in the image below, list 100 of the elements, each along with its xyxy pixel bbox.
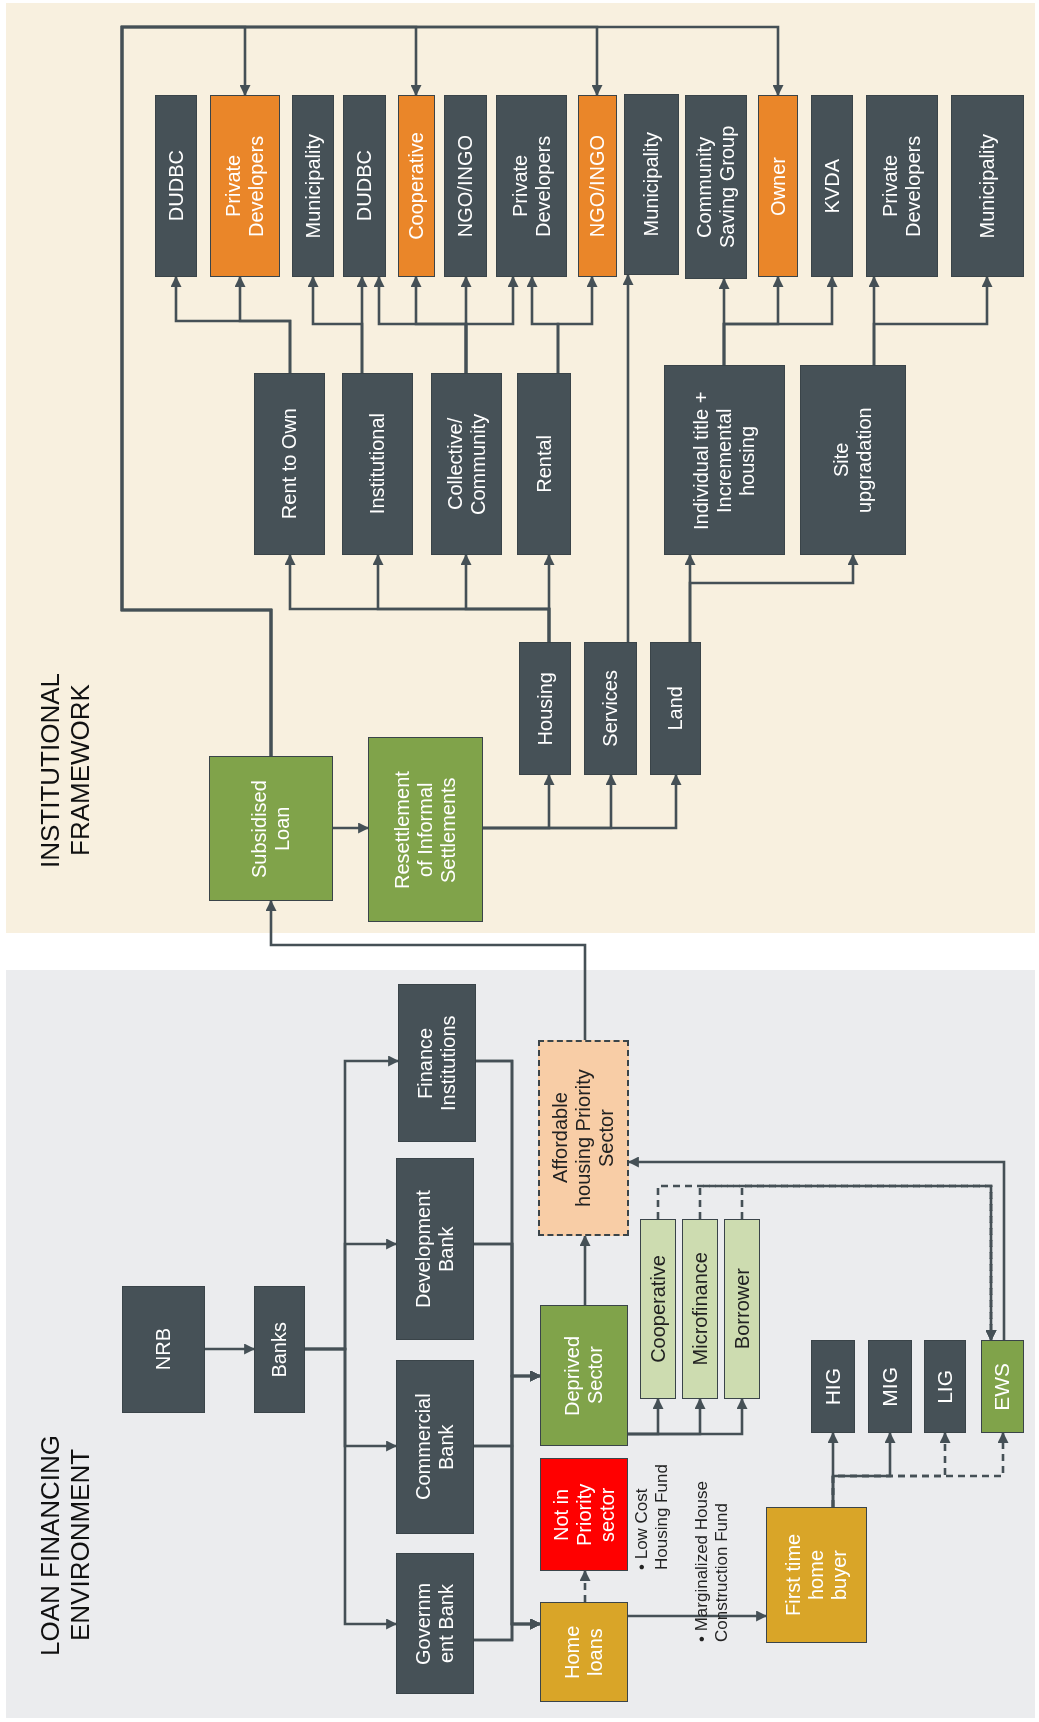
process-box xyxy=(540,1602,628,1702)
box-label: Home loans xyxy=(561,1624,607,1681)
process-box xyxy=(396,1158,474,1340)
box-label: Municipality xyxy=(301,133,325,239)
process-box xyxy=(650,642,701,775)
arrow xyxy=(120,25,784,756)
arrow xyxy=(628,1397,748,1436)
process-box xyxy=(444,95,487,277)
box-label: Community Saving Group xyxy=(693,124,739,251)
process-box xyxy=(584,642,637,775)
box-label: First time home buyer xyxy=(782,1532,851,1619)
box-label: Land xyxy=(664,686,687,731)
dashed-box xyxy=(538,1040,629,1236)
section-heading: INSTITUTIONAL FRAMEWORK xyxy=(36,671,96,870)
process-box xyxy=(540,1305,628,1446)
box-label: Development Bank xyxy=(412,1189,458,1310)
arrow xyxy=(628,1610,768,1622)
section-heading: LOAN FINANCING ENVIRONMENT xyxy=(36,1433,96,1658)
box-label: Affordable housing Priority Sector xyxy=(549,1068,618,1208)
box-label: Finance Institutions xyxy=(414,1014,460,1113)
box-label: KVDA xyxy=(820,158,844,214)
process-box xyxy=(396,1360,474,1534)
arrow xyxy=(722,275,838,365)
arrow xyxy=(627,1156,1006,1340)
process-box xyxy=(868,1340,912,1433)
process-box xyxy=(254,1286,305,1413)
process-box xyxy=(981,1340,1024,1433)
box-label: NGO/INGO xyxy=(586,134,609,238)
process-box xyxy=(122,1286,205,1413)
box-label: Rental xyxy=(532,435,556,493)
arrow xyxy=(205,1343,256,1355)
process-box xyxy=(343,95,386,277)
box-label: Individual title + Incremental housing xyxy=(690,389,759,532)
process-box xyxy=(368,737,483,922)
section-panel xyxy=(6,3,1035,933)
process-box xyxy=(209,756,333,901)
process-box xyxy=(766,1507,867,1643)
highlight-box xyxy=(758,95,798,277)
box-label: DUDBC xyxy=(353,150,376,222)
arrow xyxy=(265,899,587,1040)
process-box xyxy=(924,1340,966,1433)
box-label: Private Developers xyxy=(879,134,925,239)
box-label: Resettlement of Informal Settlements xyxy=(391,769,460,891)
arrow xyxy=(872,275,993,365)
process-box xyxy=(724,1219,760,1399)
process-box xyxy=(664,365,785,555)
box-label: Site upgradation xyxy=(830,406,876,515)
process-box xyxy=(624,94,679,275)
highlight-box xyxy=(578,95,617,277)
process-box xyxy=(811,1340,855,1433)
box-label: Not in Priority sector xyxy=(549,1482,619,1548)
process-box xyxy=(254,373,325,555)
arrow xyxy=(688,553,859,642)
arrow xyxy=(476,1059,542,1630)
box-label: Commercial Bank xyxy=(412,1392,458,1503)
box-label: Municipality xyxy=(976,133,999,239)
box-label: MIG xyxy=(877,1366,902,1407)
arrow xyxy=(305,1055,400,1351)
process-box xyxy=(342,373,413,555)
highlight-box xyxy=(210,95,280,277)
process-box xyxy=(431,373,502,555)
arrow xyxy=(234,275,292,373)
box-label: Cooperative xyxy=(646,1255,670,1363)
box-label: Microfinance xyxy=(688,1252,712,1366)
process-box xyxy=(519,642,571,775)
box-label: Banks xyxy=(268,1321,291,1378)
process-box xyxy=(640,1219,676,1399)
arrow xyxy=(333,822,370,834)
process-box xyxy=(800,365,906,555)
process-box xyxy=(398,984,476,1142)
box-label: Deprived Sector xyxy=(561,1334,607,1418)
arrow xyxy=(622,273,634,642)
box-label: Subsidised Loan xyxy=(248,778,294,880)
bullet-text: • Low Cost Housing Fund xyxy=(632,1463,673,1570)
process-box xyxy=(396,1553,474,1694)
arrow xyxy=(579,1234,591,1305)
box-label: Housing xyxy=(533,671,557,746)
arrow xyxy=(543,553,555,642)
process-box xyxy=(155,95,197,277)
box-label: Rent to Own xyxy=(278,408,301,520)
box-label: HIG xyxy=(820,1367,845,1406)
box-label: LIG xyxy=(932,1369,957,1404)
box-label: Cooperative xyxy=(405,132,428,240)
process-box xyxy=(685,95,747,279)
dashed-arrow xyxy=(579,1569,591,1602)
bullet-text: • Marginalized House Construction Fund xyxy=(692,1480,733,1642)
process-box xyxy=(951,95,1024,277)
box-label: Municipality xyxy=(640,132,663,237)
box-label: Private Developers xyxy=(222,134,268,239)
box-label: Collective/ Community xyxy=(443,412,490,517)
box-label: Services xyxy=(599,670,622,747)
section-panel xyxy=(6,970,1035,1718)
process-box xyxy=(496,95,567,277)
box-label: NRB xyxy=(152,1328,175,1371)
process-box xyxy=(292,95,334,277)
box-label: EWS xyxy=(990,1362,1015,1411)
process-box xyxy=(866,95,938,277)
box-label: Institutional xyxy=(366,413,389,515)
highlight-box xyxy=(398,95,435,277)
arrow xyxy=(464,275,519,373)
